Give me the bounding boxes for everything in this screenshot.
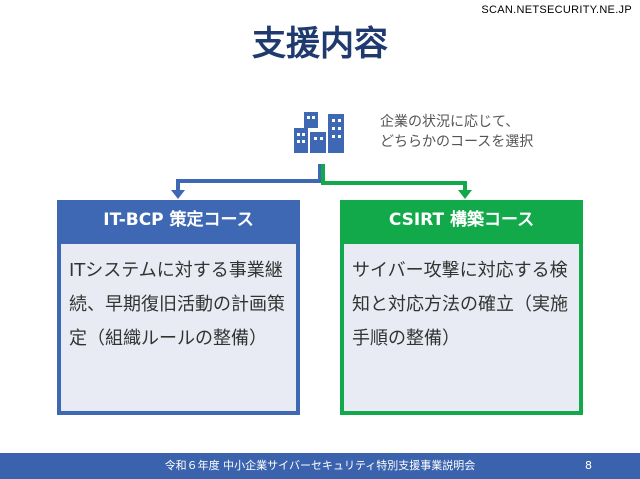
note-line-1: 企業の状況に応じて、 (380, 114, 520, 130)
course-header: IT-BCP 策定コース (103, 210, 254, 230)
page-number: 8 (585, 459, 592, 472)
page-title: 支援内容 (252, 24, 388, 64)
course-card-csirt: CSIRT 構築コース サイバー攻撃に対応する検知と対応方法の確立（実施手順の整… (340, 200, 583, 415)
course-description: ITシステムに対する事業継続、早期復旧活動の計画策定（組織ルールの整備） (61, 244, 296, 411)
course-description: サイバー攻撃に対応する検知と対応方法の確立（実施手順の整備） (344, 244, 579, 411)
selection-note: 企業の状況に応じて、 どちらかのコースを選択 (380, 112, 533, 152)
footer-text: 令和６年度 中小企業サイバーセキュリティ特別支援事業説明会 (164, 459, 476, 472)
connector-arrows (171, 164, 472, 199)
buildings-icon (294, 112, 344, 153)
note-line-2: どちらかのコースを選択 (380, 134, 534, 150)
course-card-it-bcp: IT-BCP 策定コース ITシステムに対する事業継続、早期復旧活動の計画策定（… (57, 200, 300, 415)
course-header: CSIRT 構築コース (388, 210, 535, 230)
watermark: SCAN.NETSECURITY.NE.JP (481, 4, 632, 16)
footer-bar: 令和６年度 中小企業サイバーセキュリティ特別支援事業説明会 8 (0, 453, 640, 479)
